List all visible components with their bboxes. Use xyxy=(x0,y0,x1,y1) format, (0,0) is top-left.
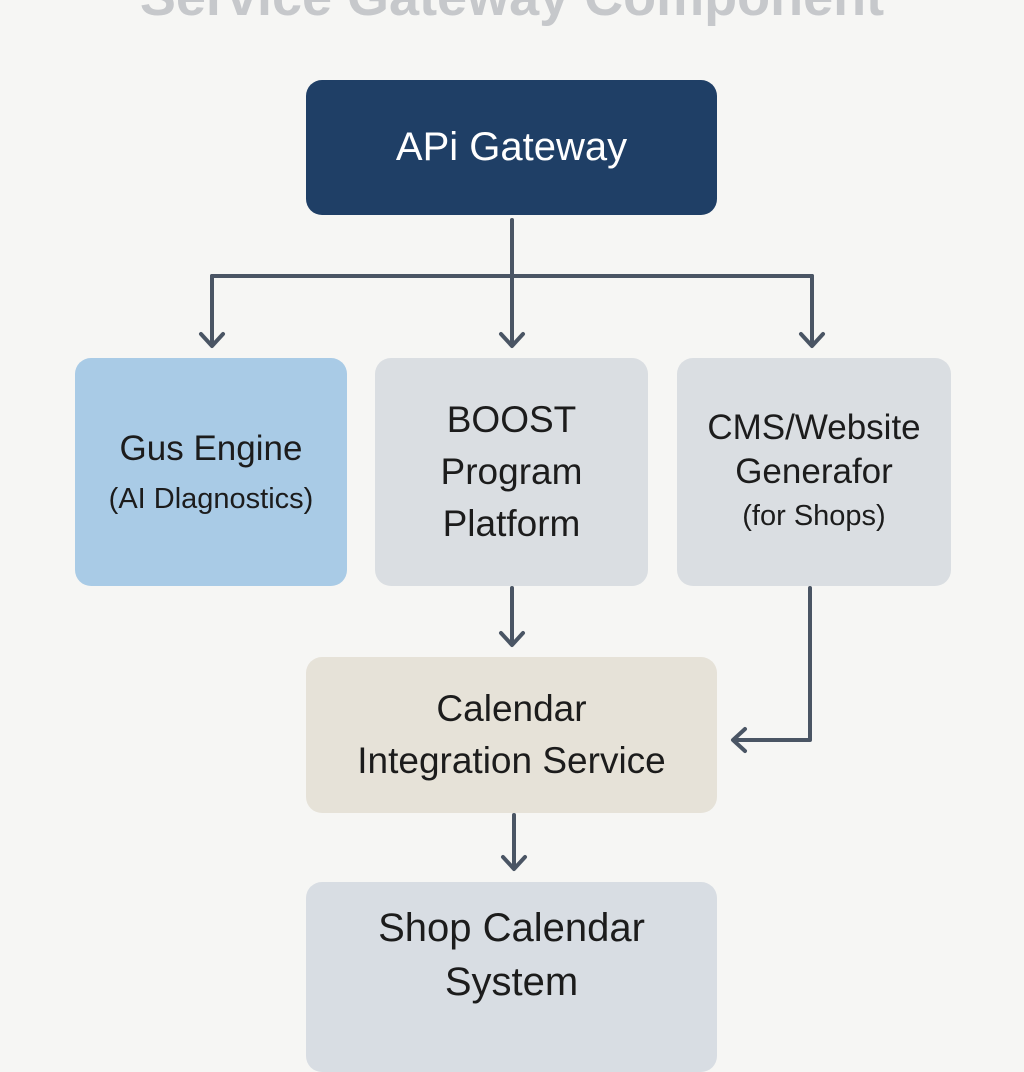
calendar-integration-label-line1: Calendar xyxy=(436,688,587,729)
cms-label-line2: Generafor xyxy=(735,452,893,491)
connectors xyxy=(199,218,825,871)
gus-engine-sublabel: (AI Dlagnostics) xyxy=(108,482,314,515)
arrowhead-calendar-from-cms xyxy=(731,727,747,753)
boost-node: BOOST Program Platform xyxy=(375,358,648,586)
calendar-integration-label-line2: Integration Service xyxy=(357,740,666,781)
diagram-title: Service Gateway Component xyxy=(0,0,1024,28)
api-gateway-node: APi Gateway xyxy=(306,80,717,215)
arrowhead-calendar-from-boost xyxy=(499,631,525,647)
arrowhead-gus xyxy=(199,332,225,348)
edge-cms-to-calendar xyxy=(733,586,812,742)
arrowhead-cms xyxy=(799,332,825,348)
shop-calendar-node: Shop Calendar System xyxy=(306,882,717,1072)
cms-node: CMS/Website Generafor (for Shops) xyxy=(677,358,951,586)
boost-label-line1: BOOST xyxy=(446,399,577,440)
gus-engine-label: Gus Engine xyxy=(119,428,303,468)
arrowhead-boost xyxy=(499,332,525,348)
boost-label-line2: Program xyxy=(440,451,583,492)
gus-engine-node: Gus Engine (AI Dlagnostics) xyxy=(75,358,347,586)
cms-label-line1: CMS/Website xyxy=(707,408,921,447)
calendar-integration-node: Calendar Integration Service xyxy=(306,657,717,813)
shop-calendar-label-line1: Shop Calendar xyxy=(378,906,645,950)
boost-label-line3: Platform xyxy=(442,503,581,544)
cms-sublabel: (for Shops) xyxy=(742,500,886,532)
api-gateway-label: APi Gateway xyxy=(395,125,628,169)
shop-calendar-label-line2: System xyxy=(444,960,579,1004)
arrowhead-shop xyxy=(501,855,527,871)
